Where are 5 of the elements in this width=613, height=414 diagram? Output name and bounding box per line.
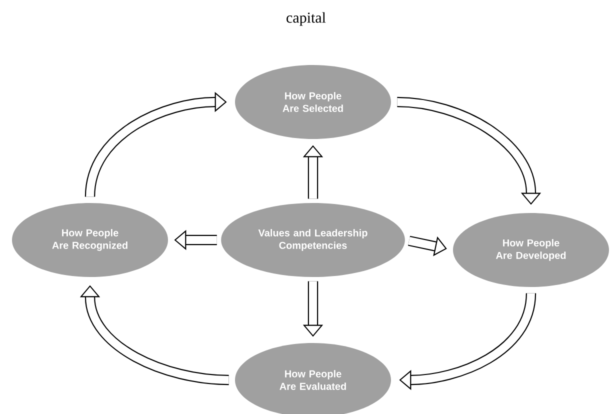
ellipse-node: How People Are Selected — [235, 65, 391, 139]
title: capital — [286, 12, 326, 26]
ellipse-node: How People Are Developed — [453, 213, 609, 287]
ellipse-node: Values and Leadership Competencies — [221, 203, 405, 277]
ellipse-node: How People Are Recognized — [12, 203, 168, 277]
